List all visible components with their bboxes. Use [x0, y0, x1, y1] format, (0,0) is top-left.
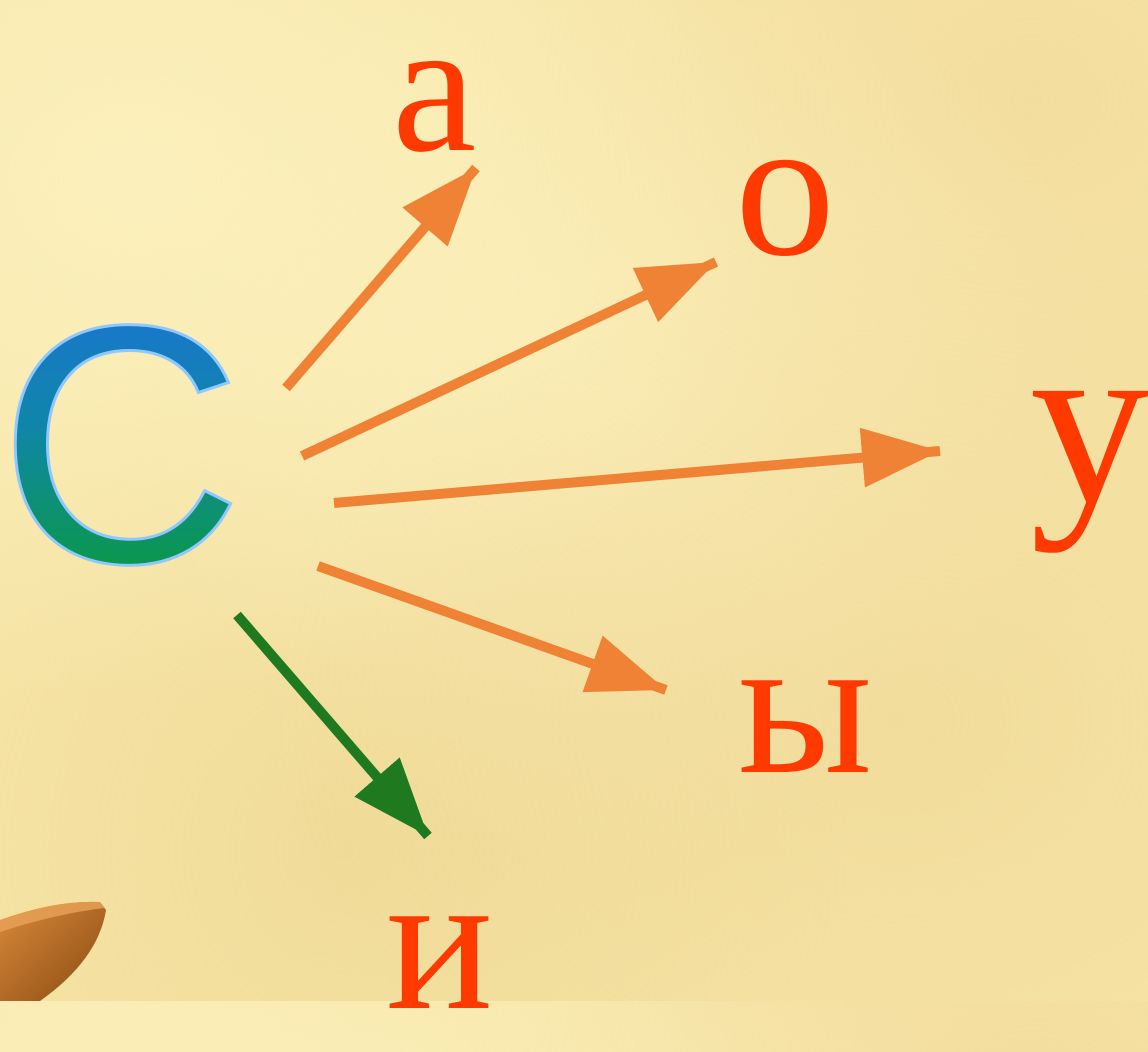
source-letter-text: С — [0, 300, 244, 600]
arrows-layer — [233, 164, 941, 840]
arrow-to-y — [316, 561, 668, 695]
arrow-to-i — [233, 611, 432, 840]
target-letter-o: о — [735, 77, 835, 298]
bowl-decoration — [0, 901, 106, 1001]
target-letter-a: а — [392, 0, 477, 192]
target-letter-u: у — [1030, 287, 1148, 553]
arrow-to-o — [299, 257, 719, 461]
target-letter-y: ы — [738, 595, 873, 816]
arrow-to-a — [282, 164, 480, 392]
arrow-to-u — [333, 427, 941, 508]
target-letter-i: и — [386, 831, 494, 1052]
source-letter: С — [0, 300, 245, 600]
